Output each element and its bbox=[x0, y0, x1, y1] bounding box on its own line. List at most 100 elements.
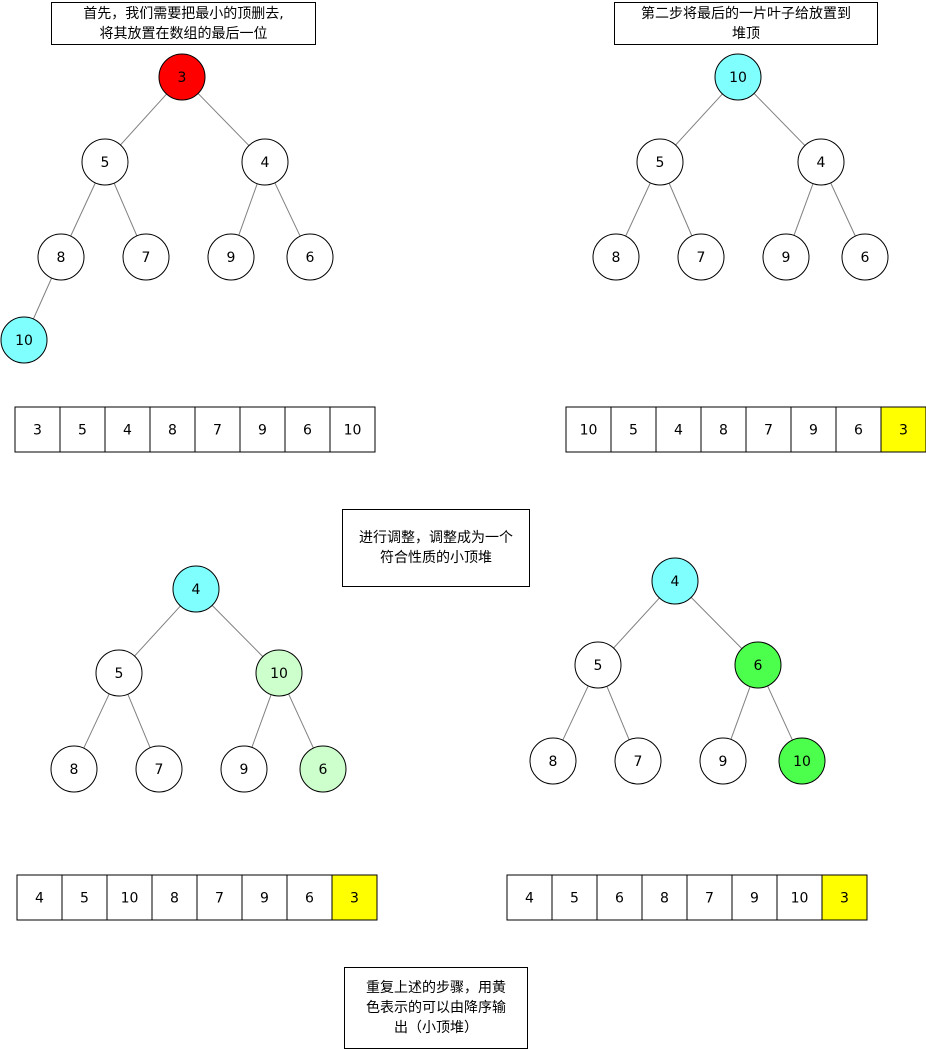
heap-node-label: 10 bbox=[729, 70, 747, 86]
heap-node: 5 bbox=[574, 641, 622, 689]
heap-node: 7 bbox=[677, 233, 725, 281]
heap-node-label: 7 bbox=[142, 250, 151, 266]
heap-node-circle bbox=[614, 737, 662, 785]
tree-edge bbox=[83, 693, 110, 749]
array-cell bbox=[151, 874, 198, 921]
heap-node-label: 8 bbox=[612, 250, 621, 266]
tree-edge bbox=[753, 93, 806, 146]
array-cell bbox=[776, 874, 823, 921]
heap-node-circle bbox=[255, 649, 303, 697]
array-cell bbox=[14, 406, 61, 453]
heap-node-circle bbox=[81, 138, 129, 186]
array-cell-label: 9 bbox=[260, 891, 269, 907]
array-cell bbox=[731, 874, 778, 921]
array-cell-label: 3 bbox=[350, 891, 359, 907]
array-cell-label: 3 bbox=[33, 423, 42, 439]
heap-node: 8 bbox=[529, 737, 577, 785]
array-cell-label: 3 bbox=[899, 423, 908, 439]
array-cell-label: 5 bbox=[80, 891, 89, 907]
tree-edge bbox=[70, 182, 96, 237]
heap-node-label: 4 bbox=[817, 155, 826, 171]
heap-node-label: 6 bbox=[319, 762, 328, 778]
array-cell-label: 5 bbox=[629, 423, 638, 439]
array-cell bbox=[286, 874, 333, 921]
tree-edge bbox=[830, 182, 856, 237]
note-step-4: 重复上述的步骤，用黄 色表示的可以由降序输 出（小顶堆） bbox=[344, 967, 528, 1049]
heap-node: 5 bbox=[81, 138, 129, 186]
heap-node-circle bbox=[158, 53, 206, 101]
heap-node-label: 7 bbox=[634, 754, 643, 770]
heap-node: 6 bbox=[734, 641, 782, 689]
heap-node-label: 5 bbox=[656, 155, 665, 171]
heap-node-label: 3 bbox=[178, 70, 187, 86]
array-cell-label: 6 bbox=[615, 891, 624, 907]
heap-node-label: 8 bbox=[549, 754, 558, 770]
note-step-2: 第二步将最后的一片叶子给放置到 堆顶 bbox=[614, 2, 878, 45]
heap-node: 5 bbox=[95, 649, 143, 697]
note-step-1: 首先，我们需要把最小的顶删去, 将其放置在数组的最后一位 bbox=[51, 2, 316, 45]
tree-edge bbox=[251, 694, 272, 748]
note-line: 第二步将最后的一片叶子给放置到 bbox=[641, 5, 851, 22]
heap-node: 7 bbox=[614, 737, 662, 785]
array-cell-label: 8 bbox=[719, 423, 728, 439]
heap-node-label: 10 bbox=[793, 754, 811, 770]
heap-node-circle bbox=[286, 233, 334, 281]
array-cell bbox=[551, 874, 598, 921]
heap-node-circle bbox=[95, 649, 143, 697]
tree-edge bbox=[238, 183, 258, 236]
array-cell-label: 10 bbox=[344, 423, 362, 439]
heap-node-circle bbox=[797, 138, 845, 186]
array-cell bbox=[835, 406, 882, 453]
heap-node: 10 bbox=[778, 737, 826, 785]
heap-node-label: 4 bbox=[671, 574, 680, 590]
heap-node: 9 bbox=[699, 737, 747, 785]
heap-node: 7 bbox=[122, 233, 170, 281]
heap-node: 8 bbox=[37, 233, 85, 281]
note-line: 首先，我们需要把最小的顶删去, bbox=[83, 5, 284, 22]
tree-edge bbox=[562, 685, 589, 741]
heap-node: 9 bbox=[207, 233, 255, 281]
heap-node-label: 5 bbox=[101, 155, 110, 171]
tree-edge bbox=[274, 182, 301, 237]
heap-node: 8 bbox=[50, 745, 98, 793]
heap-node: 6 bbox=[286, 233, 334, 281]
array-cell-label: 3 bbox=[840, 891, 849, 907]
tree-edge bbox=[127, 694, 151, 748]
heap-node-circle bbox=[574, 641, 622, 689]
heap-node: 3 bbox=[158, 53, 206, 101]
heap-node: 8 bbox=[592, 233, 640, 281]
heap-node-label: 9 bbox=[227, 250, 236, 266]
tree-edge bbox=[730, 686, 751, 740]
heap-node-circle bbox=[529, 737, 577, 785]
array-cell-label: 4 bbox=[35, 891, 44, 907]
heap-node: 4 bbox=[172, 565, 220, 613]
array-cell-label: 7 bbox=[213, 423, 222, 439]
heap-node-circle bbox=[135, 745, 183, 793]
heap-node: 7 bbox=[135, 745, 183, 793]
tree-edge bbox=[675, 93, 723, 146]
array-cell bbox=[329, 406, 376, 453]
heap-node-circle bbox=[734, 641, 782, 689]
heap-node-label: 9 bbox=[240, 762, 249, 778]
array-cell bbox=[610, 406, 657, 453]
heap-node-circle bbox=[592, 233, 640, 281]
heap-node: 10 bbox=[0, 316, 48, 364]
heap-node-label: 6 bbox=[306, 250, 315, 266]
heap-node: 10 bbox=[255, 649, 303, 697]
heap-node-label: 5 bbox=[115, 666, 124, 682]
heap-node-label: 7 bbox=[155, 762, 164, 778]
array-cell-label: 7 bbox=[705, 891, 714, 907]
heap-node: 6 bbox=[841, 233, 889, 281]
heap-node-circle bbox=[50, 745, 98, 793]
heap-node: 4 bbox=[651, 557, 699, 605]
heap-node-circle bbox=[762, 233, 810, 281]
array-cell bbox=[241, 874, 288, 921]
edge-layer bbox=[32, 93, 856, 749]
heap-node-circle bbox=[651, 557, 699, 605]
array-cell bbox=[196, 874, 243, 921]
heap-node: 10 bbox=[714, 53, 762, 101]
